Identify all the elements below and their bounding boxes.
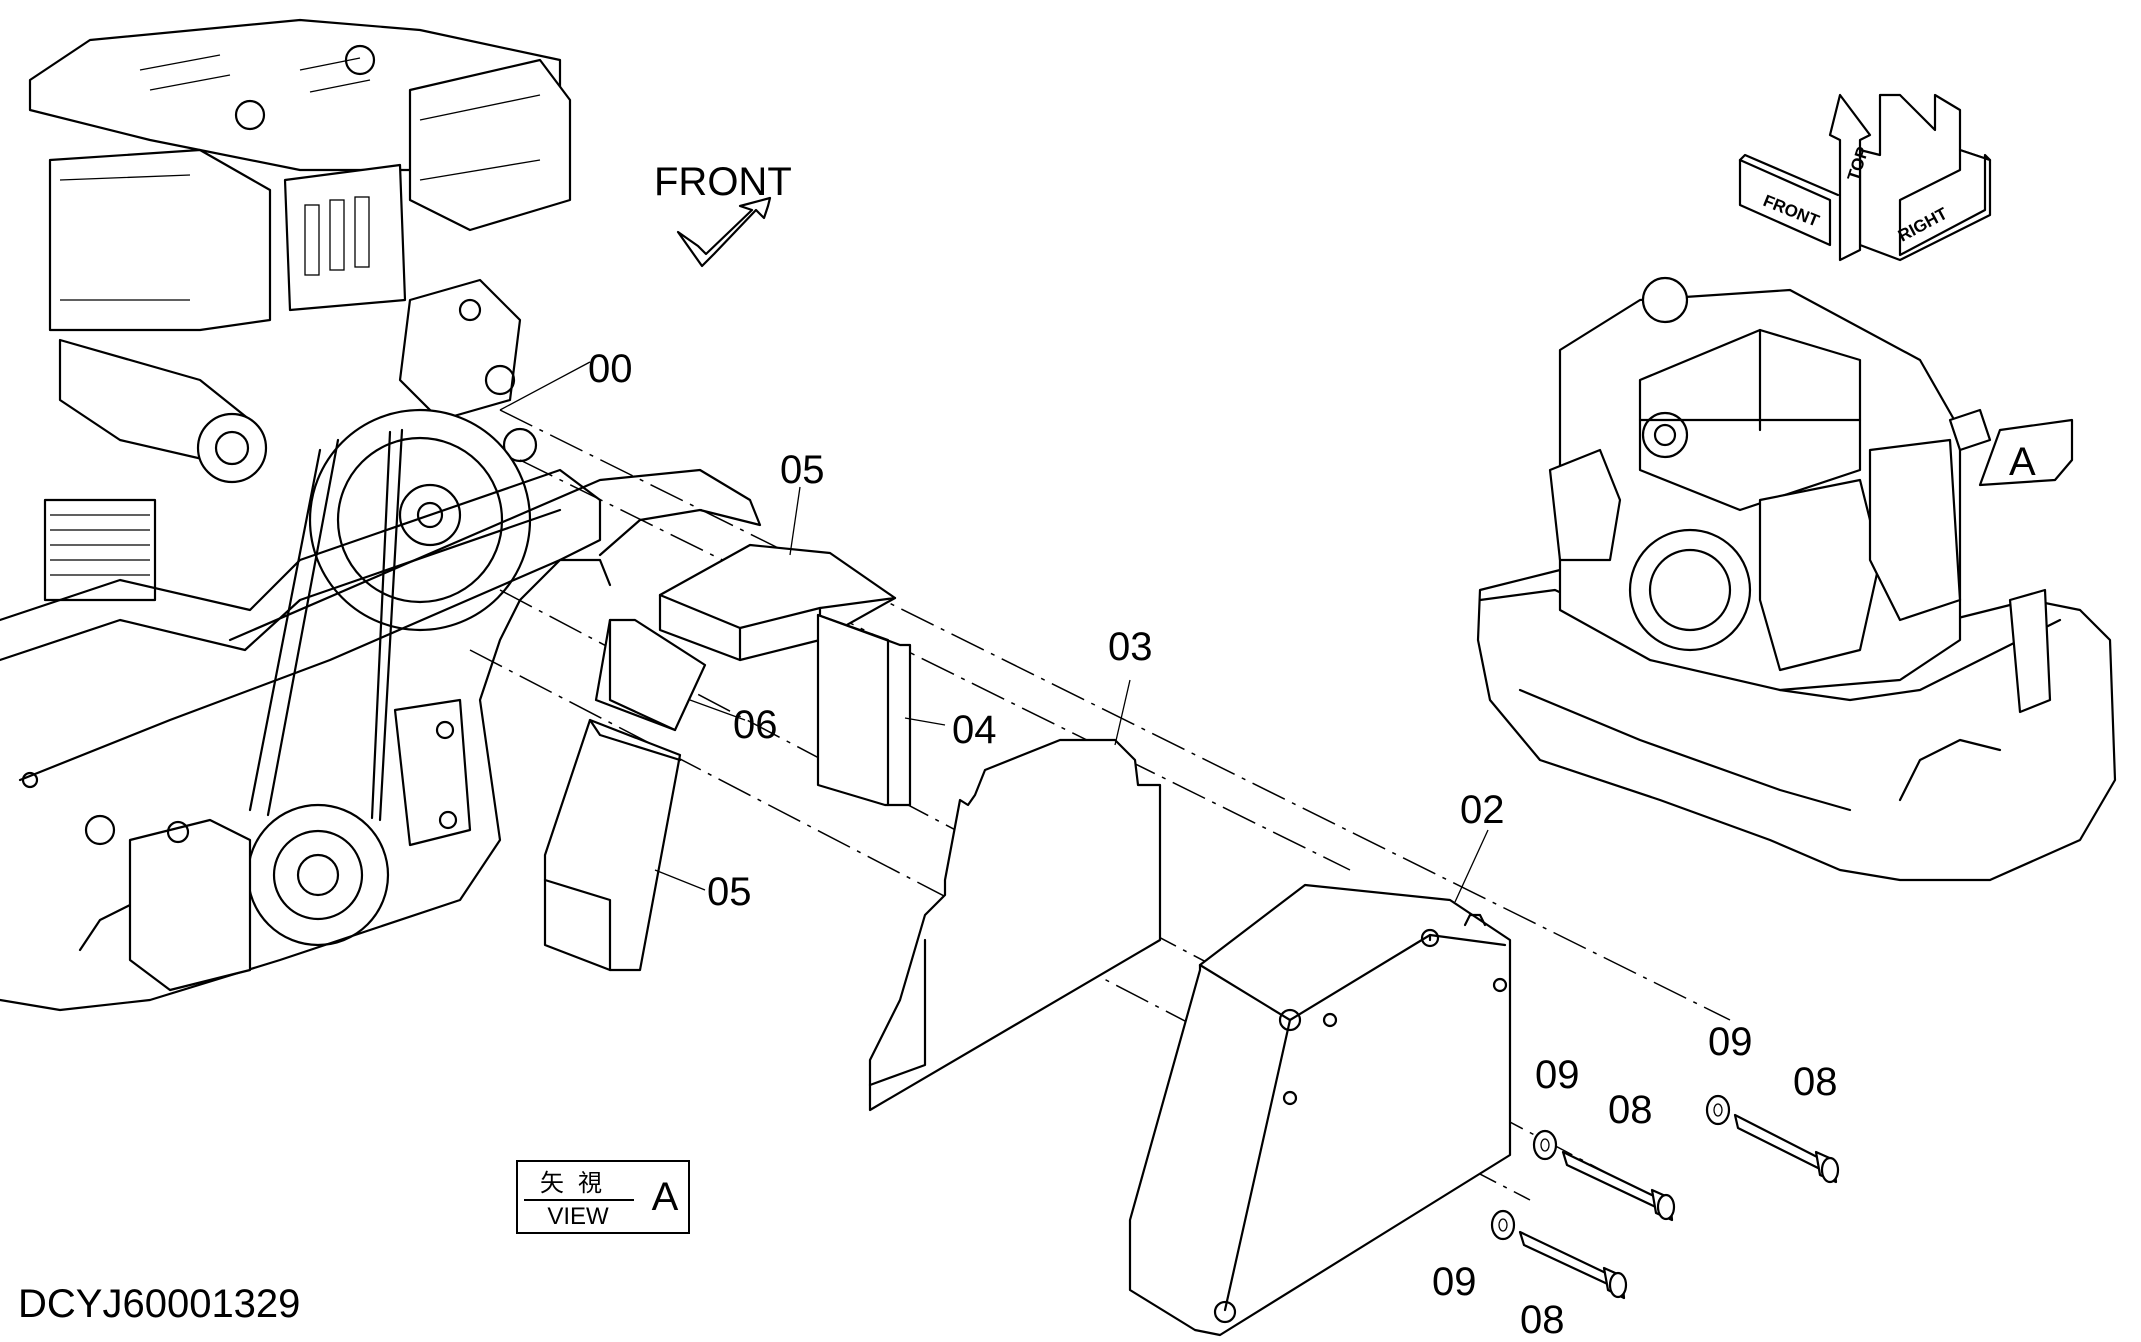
callout-08-a: 08	[1608, 1088, 1653, 1132]
document-code: DCYJ60001329	[18, 1282, 301, 1326]
pad-05-upper	[658, 543, 897, 662]
callout-09-a: 09	[1535, 1053, 1580, 1097]
bolt-08-a	[1561, 1150, 1676, 1222]
callout-08-b: 08	[1793, 1060, 1838, 1104]
callout-05-upper: 05	[780, 448, 825, 492]
view-arrow-a: A	[1978, 418, 2074, 487]
bolt-08-c	[1518, 1230, 1628, 1300]
callout-05-lower: 05	[707, 870, 752, 914]
view-a-box: 矢視 VIEW A	[516, 1160, 690, 1234]
front-label: FRONT	[654, 160, 792, 204]
front-arrow	[676, 196, 772, 268]
machine-overview	[1476, 276, 2117, 882]
washer-09-b	[1705, 1094, 1731, 1126]
callout-09-c: 09	[1432, 1260, 1477, 1304]
callout-03: 03	[1108, 625, 1153, 669]
view-arrow-letter: A	[2009, 440, 2036, 484]
belt-cover-02	[1128, 883, 1512, 1337]
view-kanji: 矢視	[540, 1169, 616, 1197]
leader-lines	[499, 361, 1489, 903]
washer-09-c	[1490, 1209, 1516, 1241]
pad-05-lower	[543, 718, 682, 972]
orientation-indicator: FRONT RIGHT TOP	[1738, 93, 1992, 262]
engine-assembly-left	[0, 18, 762, 1012]
view-word: VIEW	[547, 1203, 609, 1230]
washer-09-a	[1532, 1129, 1558, 1161]
bolt-08-b	[1733, 1113, 1840, 1184]
callout-04: 04	[952, 708, 997, 752]
view-divider	[524, 1199, 634, 1201]
callout-08-c: 08	[1520, 1298, 1565, 1342]
callout-00: 00	[588, 347, 633, 391]
view-letter: A	[651, 1174, 679, 1219]
cover-plate-03	[868, 738, 1162, 1112]
callout-09-b: 09	[1708, 1020, 1753, 1064]
pad-04	[816, 613, 912, 807]
callout-06: 06	[733, 703, 778, 747]
callout-02: 02	[1460, 788, 1505, 832]
callout-labels: 00 05 03 06 04 05 02 09 09 09 08 08 08	[588, 347, 1838, 1342]
pad-06	[594, 618, 707, 732]
